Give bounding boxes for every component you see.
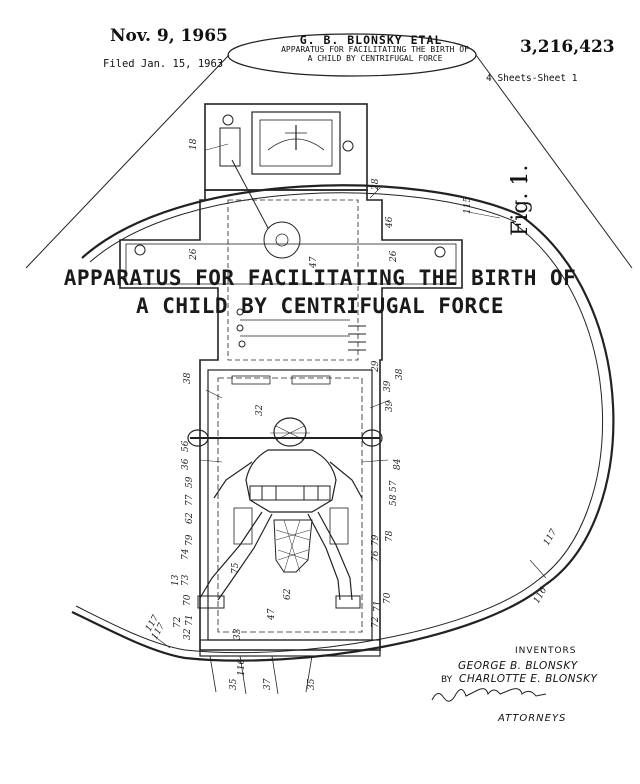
outer-rail-right xyxy=(519,214,615,586)
reference-numeral: 79 xyxy=(371,534,381,546)
head xyxy=(273,417,307,447)
reference-numeral: 46 xyxy=(385,216,395,229)
attorneys-label: ATTORNEYS xyxy=(498,713,567,724)
reference-numeral: 35 xyxy=(307,678,317,690)
reference-numeral: 70 xyxy=(183,594,193,606)
reference-numeral: 62 xyxy=(283,588,293,600)
catch-net xyxy=(273,519,313,573)
patent-date: Nov. 9, 1965 xyxy=(110,26,228,46)
reference-numeral: 26 xyxy=(389,250,399,263)
subtitle-line-1: APPARATUS FOR FACILITATING THE BIRTH OF xyxy=(281,45,469,54)
outer-rail-top xyxy=(81,184,521,259)
by-label: BY xyxy=(441,675,453,685)
right-leg xyxy=(317,511,353,601)
reference-numeral: 72 xyxy=(371,616,381,628)
inventor-2: CHARLOTTE E. BLONSKY xyxy=(459,673,598,685)
reference-numeral: 38 xyxy=(395,368,405,380)
reference-numerals: 1828461152647263839383229393659565762845… xyxy=(144,138,559,690)
reference-numeral: 36 xyxy=(181,458,191,470)
reference-numeral: 47 xyxy=(309,256,319,269)
reference-numeral: 26 xyxy=(189,248,199,261)
inventor-1: GEORGE B. BLONSKY xyxy=(458,660,578,672)
attorney-signature xyxy=(431,688,547,702)
left-leg xyxy=(199,511,263,599)
reference-numeral: 70 xyxy=(383,592,393,604)
outer-rail-left-inner xyxy=(75,605,186,651)
reference-numeral: 28 xyxy=(371,178,381,191)
enlarged-title-line-2: A CHILD BY CENTRIFUGAL FORCE xyxy=(135,294,504,318)
reference-numeral: 71 xyxy=(373,601,383,612)
outer-rail-left xyxy=(71,611,186,660)
reference-numeral: 33 xyxy=(233,628,243,640)
reference-numeral: 73 xyxy=(181,574,191,586)
torso xyxy=(245,449,337,513)
reference-numeral: 58 xyxy=(389,494,399,506)
reference-numeral: 35 xyxy=(229,678,239,690)
patent-subtitle: APPARATUS FOR FACILITATING THE BIRTH OF … xyxy=(225,45,525,63)
reference-numeral: 116 xyxy=(237,659,247,676)
reference-numeral: 117 xyxy=(542,527,559,547)
reference-numeral: 78 xyxy=(385,530,395,542)
reference-numeral: 38 xyxy=(183,372,193,384)
reference-numeral: 32 xyxy=(183,628,193,640)
reference-numeral: 56 xyxy=(181,440,191,452)
reference-numeral: 74 xyxy=(181,548,191,560)
outer-rail-right-inner xyxy=(511,221,604,581)
reference-numeral: 13 xyxy=(171,574,181,586)
reference-numeral: 76 xyxy=(371,550,381,562)
reference-numeral: 115 xyxy=(463,197,473,214)
reference-numeral: 72 xyxy=(173,616,183,628)
subtitle-line-2: A CHILD BY CENTRIFUGAL FORCE xyxy=(307,54,443,63)
inventors-line: G. B. BLONSKY ETAL xyxy=(299,33,443,47)
reference-numeral: 37 xyxy=(263,678,273,690)
reference-numeral: 47 xyxy=(267,608,277,621)
reference-numeral: 84 xyxy=(393,458,403,470)
zoom-line-right xyxy=(475,54,633,269)
reference-numeral: 57 xyxy=(389,480,399,492)
reference-numeral: 75 xyxy=(231,562,241,574)
reference-numeral: 29 xyxy=(371,360,381,373)
figure-label: Fig. 1. xyxy=(508,164,533,236)
filed-date: Filed Jan. 15, 1963 xyxy=(103,58,224,70)
reference-numeral: 18 xyxy=(189,138,199,150)
sheet-count: 4 Sheets-Sheet 1 xyxy=(486,73,578,84)
reference-numeral: 62 xyxy=(185,512,195,524)
base-footing xyxy=(199,639,381,657)
reference-numeral: 77 xyxy=(185,494,195,506)
inventors-heading: INVENTORS xyxy=(515,646,577,656)
patent-number: 3,216,423 xyxy=(520,37,615,57)
outer-rail-bottom xyxy=(184,584,546,662)
reference-numeral: 116 xyxy=(532,585,549,605)
reference-numeral: 39 xyxy=(383,380,393,392)
zoom-line-left xyxy=(25,54,230,269)
enlarged-title-line-1: APPARATUS FOR FACILITATING THE BIRTH OF xyxy=(63,266,577,290)
reference-numeral: 32 xyxy=(255,404,265,416)
reference-numeral: 59 xyxy=(185,476,195,488)
outer-rail-top-inner xyxy=(89,192,517,263)
reference-numeral: 71 xyxy=(185,615,195,626)
reference-numeral: 79 xyxy=(185,534,195,546)
reference-numeral: 39 xyxy=(385,400,395,412)
outer-rail-bottom-inner xyxy=(184,579,539,654)
